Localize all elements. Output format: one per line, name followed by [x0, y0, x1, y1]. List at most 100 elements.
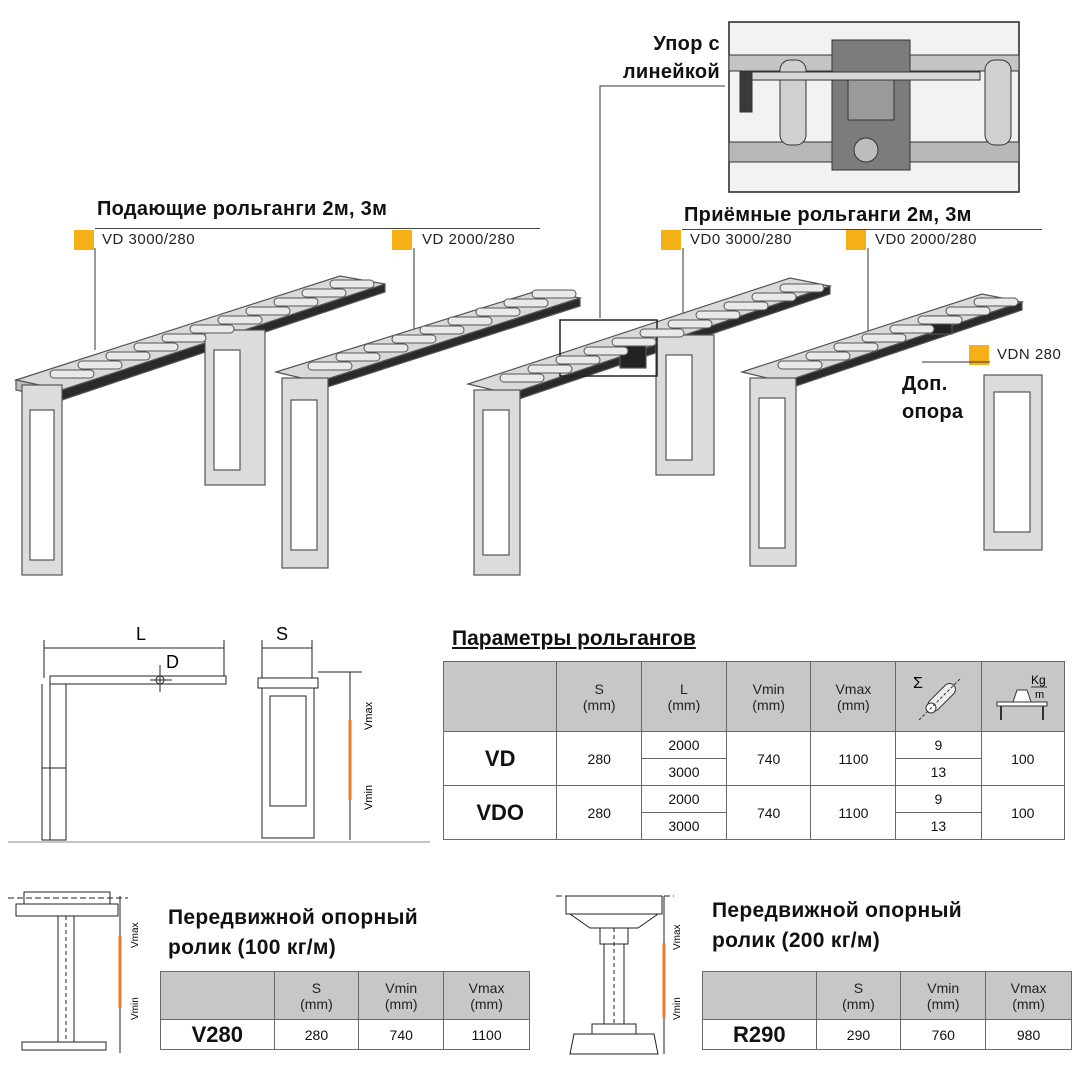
- roller100-title-line2: ролик (100 кг/м): [168, 936, 337, 959]
- params-header-l-unit: (mm): [667, 696, 701, 713]
- params-row-model: VD: [442, 731, 558, 786]
- roller100-header-s: S (mm): [273, 971, 360, 1020]
- roller200-header-s-unit: (mm): [842, 995, 875, 1012]
- params-table: S (mm) L (mm) Vmin (mm) Vmax (mm) Σ: [442, 661, 1065, 840]
- feed-heading: Подающие рольганги 2м, 3м: [97, 198, 388, 220]
- roller200-vmin-label: Vmin: [672, 997, 683, 1020]
- params-header-rollers: Σ: [895, 661, 982, 732]
- roller100-header-vmin-unit: (mm): [384, 995, 418, 1012]
- roller200-cell-s: 290: [815, 1019, 902, 1050]
- stop-heading: Упор с линейкой: [604, 30, 720, 86]
- params-cell-load: 100: [980, 731, 1065, 786]
- extra-support-heading: Доп. опора: [902, 370, 963, 426]
- roller100-header-model: [160, 971, 275, 1020]
- params-header-l: L (mm): [641, 661, 727, 732]
- params-header-s-label: S: [594, 680, 604, 697]
- roller200-vmax-label: Vmax: [672, 924, 683, 950]
- roller100-vmax-label: Vmax: [130, 922, 141, 948]
- model-tag-vdn: VDN 280: [997, 346, 1062, 363]
- params-header-vmin-label: Vmin: [752, 680, 785, 697]
- load-kg-label: Kg: [1031, 673, 1046, 687]
- params-cell-l: 3000: [641, 758, 727, 786]
- roller100-header-vmax-unit: (mm): [470, 995, 503, 1012]
- params-header-load: Kg m: [980, 661, 1065, 732]
- params-cell-vmax: 1100: [810, 731, 897, 786]
- roller200-model: R290: [702, 1019, 817, 1050]
- roller-tables-illustration: [13, 21, 1043, 576]
- extra-support-line2: опора: [902, 401, 964, 423]
- table-vdo2000-rollers: [777, 297, 1019, 370]
- roller100-header-s-unit: (mm): [300, 995, 333, 1012]
- dim-d-label: D: [166, 652, 179, 672]
- receive-heading: Приёмные рольганги 2м, 3м: [684, 204, 972, 226]
- feed-heading-rule: [95, 228, 540, 229]
- params-cell-vmax: 1100: [810, 785, 897, 840]
- dim-l-label: L: [136, 624, 146, 644]
- roller200-table: S (mm) Vmin (mm) Vmax (mm) R290 290 760 …: [702, 971, 1072, 1050]
- stop-ruler-inset: [728, 21, 1020, 193]
- roller100-header-s-label: S: [311, 979, 322, 996]
- roller100-title-line1: Передвижной опорный: [168, 906, 418, 929]
- roller100-header-vmax: Vmax (mm): [443, 971, 530, 1020]
- params-header-vmax-label: Vmax: [835, 680, 872, 697]
- params-header-vmax: Vmax (mm): [810, 661, 897, 732]
- params-header-vmin: Vmin (mm): [725, 661, 812, 732]
- dim-vmax-label: Vmax: [363, 701, 375, 730]
- load-m-label: m: [1035, 689, 1044, 701]
- roller100-header-vmin: Vmin (mm): [358, 971, 445, 1020]
- model-tag-vd3000: VD 3000/280: [102, 231, 196, 248]
- params-cell-rollers: 9: [895, 731, 982, 759]
- roller200-header-vmax-label: Vmax: [1010, 979, 1047, 996]
- roller200-header-s-label: S: [853, 979, 864, 996]
- receive-heading-rule: [682, 229, 1042, 230]
- params-cell-l: 2000: [641, 731, 727, 759]
- params-header-vmin-unit: (mm): [752, 696, 785, 713]
- roller100-vmin-label: Vmin: [130, 997, 141, 1020]
- dim-s-label: S: [276, 624, 288, 644]
- svg-text:Σ: Σ: [913, 675, 923, 692]
- roller200-cell-vmax: 980: [985, 1019, 1072, 1050]
- model-tag-vdo3000: VD0 3000/280: [690, 231, 792, 248]
- stop-heading-line2: линейкой: [622, 61, 720, 83]
- roller100-cell-vmax: 1100: [443, 1019, 530, 1050]
- params-cell-s: 280: [556, 785, 643, 840]
- roller-count-icon: Σ: [913, 675, 962, 721]
- params-header-s: S (mm): [556, 661, 643, 732]
- params-cell-s: 280: [556, 731, 643, 786]
- roller200-cell-vmin: 760: [900, 1019, 987, 1050]
- params-cell-vmin: 740: [725, 785, 812, 840]
- load-kg-icon: Kg m: [996, 673, 1048, 720]
- model-tag-vdo2000: VD0 2000/280: [875, 231, 977, 248]
- params-header-l-label: L: [680, 680, 688, 697]
- roller100-cell-vmin: 740: [358, 1019, 445, 1050]
- params-cell-rollers: 9: [895, 785, 982, 813]
- roller200-title-line2: ролик (200 кг/м): [712, 929, 881, 952]
- dim-vmin-label: Vmin: [363, 785, 375, 810]
- params-header-vmax-unit: (mm): [837, 696, 870, 713]
- dimension-drawing: L D S Vmax Vmin: [8, 624, 430, 843]
- params-title: Параметры рольгангов: [452, 627, 696, 650]
- model-swatch: [74, 230, 94, 250]
- stop-heading-line1: Упор с: [653, 33, 720, 55]
- roller100-cell-s: 280: [273, 1019, 360, 1050]
- roller100-title: Передвижной опорный ролик (100 кг/м): [168, 903, 418, 963]
- extra-support-vdn: [983, 374, 1043, 551]
- roller200-title: Передвижной опорный ролик (200 кг/м): [712, 896, 962, 956]
- roller200-header-vmax: Vmax (mm): [985, 971, 1072, 1020]
- roller200-header-vmin-label: Vmin: [927, 979, 960, 996]
- roller100-drawing: Vmax Vmin: [8, 891, 141, 1053]
- roller100-model: V280: [160, 1019, 275, 1050]
- model-swatch: [661, 230, 681, 250]
- extra-support-line1: Доп.: [902, 373, 948, 395]
- model-swatch: [969, 345, 989, 365]
- roller200-title-line1: Передвижной опорный: [712, 899, 962, 922]
- model-swatch: [846, 230, 866, 250]
- model-swatch: [392, 230, 412, 250]
- roller200-header-s: S (mm): [815, 971, 902, 1020]
- params-row-model: VDO: [442, 785, 558, 840]
- roller200-drawing: Vmax Vmin: [556, 895, 683, 1055]
- roller100-header-vmax-label: Vmax: [468, 979, 505, 996]
- params-header-model: [442, 661, 558, 732]
- params-cell-vmin: 740: [725, 731, 812, 786]
- roller100-header-vmin-label: Vmin: [385, 979, 418, 996]
